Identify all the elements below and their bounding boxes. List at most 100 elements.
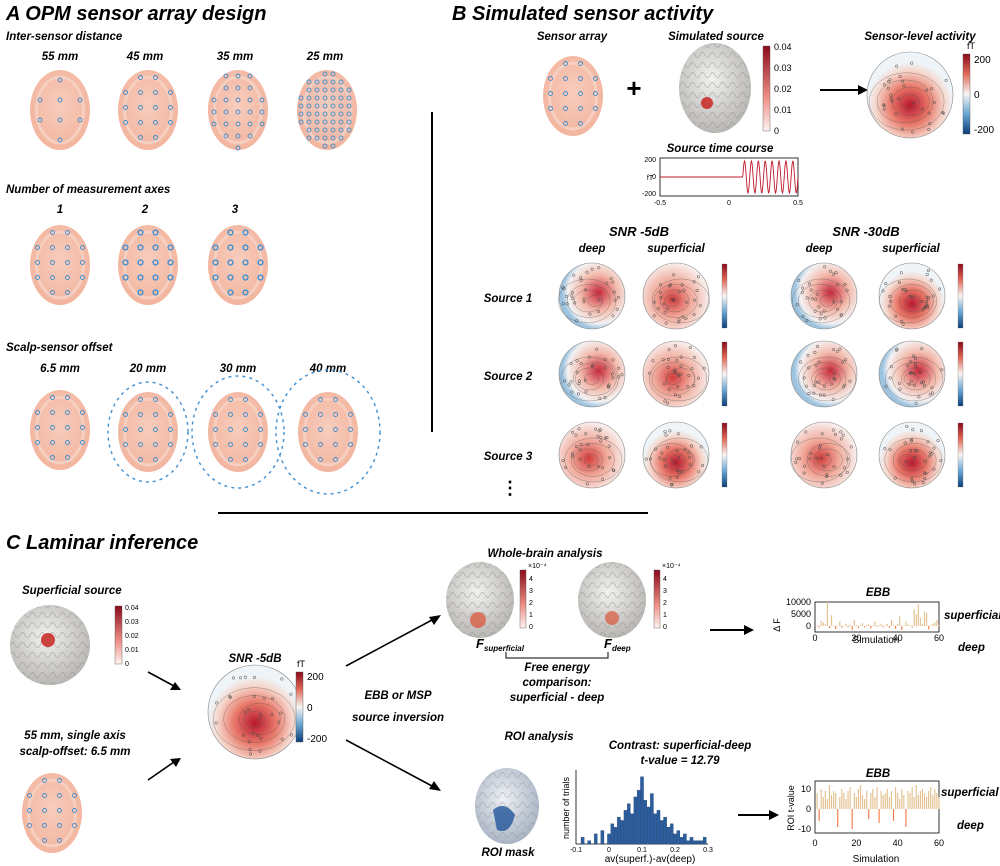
sensor-array-head: [118, 225, 178, 305]
sensor: [593, 91, 598, 96]
contour-line: [651, 362, 696, 396]
sensor-dot: [833, 432, 837, 436]
bar: [859, 625, 862, 626]
bar: [843, 625, 845, 626]
sensor-dot: [920, 308, 925, 312]
contour-line: [573, 362, 617, 396]
sensor: [322, 111, 328, 117]
sensor-dot: [940, 368, 944, 372]
sensor-dot: [921, 481, 925, 485]
bar: [839, 621, 841, 626]
sensor-dot: [673, 459, 677, 463]
scalp: [30, 225, 90, 305]
sensor-dot: [911, 428, 915, 432]
sensor-dot: [270, 713, 274, 717]
sensor: [57, 77, 63, 83]
sensor-dot: [796, 440, 800, 444]
svg-text:0.04: 0.04: [774, 42, 792, 52]
sensor: [235, 133, 241, 139]
sensor-dot: [673, 393, 678, 397]
sensor-array-head: [297, 70, 357, 150]
sensor-dot: [797, 278, 801, 282]
bar: [830, 615, 833, 626]
sensor-dot: [807, 391, 811, 396]
sensor-dot: [578, 448, 582, 452]
snr-topo: [558, 340, 626, 408]
sensor-dot: [663, 310, 667, 314]
sensor-dot: [829, 382, 833, 386]
wb-deep-tick-3: 3: [663, 588, 667, 595]
sensor-dot: [677, 290, 681, 294]
sensor-dot: [683, 448, 687, 452]
sensor: [227, 259, 234, 266]
sensor: [152, 274, 159, 281]
topo-outline: [878, 340, 946, 408]
bar: [859, 785, 862, 809]
snr-topo: [878, 340, 946, 408]
bar: [822, 622, 824, 626]
sensor: [27, 808, 32, 813]
sensor: [137, 289, 144, 296]
sensor-dot: [571, 297, 575, 301]
sensor-dot: [258, 713, 263, 717]
sensor-dot: [913, 455, 917, 459]
hist-bar: [653, 813, 657, 845]
sensor: [138, 105, 143, 110]
sensor-dot: [812, 384, 816, 388]
sensor: [578, 76, 583, 81]
whole-brain-superficial-map: [446, 562, 514, 638]
sensor-dot: [832, 300, 836, 304]
inversion-line-1: EBB or MSP: [364, 690, 431, 702]
sensor-dot: [806, 353, 810, 357]
sensor: [35, 440, 40, 445]
sensor-dot: [843, 282, 847, 287]
sensor-dot: [666, 357, 670, 361]
ebb2-ytick: 10: [801, 784, 811, 794]
sensor-colorbar: [962, 53, 971, 135]
bar: [921, 624, 924, 626]
sensor-dot: [804, 430, 808, 434]
sensor: [548, 76, 553, 81]
topo-outline: [558, 421, 626, 489]
bar: [876, 626, 878, 627]
sensor: [314, 95, 320, 101]
sensor: [65, 455, 70, 460]
sensor-dot: [251, 731, 255, 735]
bar: [820, 620, 822, 626]
hist-bar: [686, 840, 690, 845]
topo-outline: [790, 421, 858, 489]
roi-mask-brain: [475, 768, 539, 844]
sensor-dot: [941, 111, 945, 115]
sensor-dot: [679, 355, 683, 359]
sensor: [322, 119, 328, 125]
sensor-dot: [904, 460, 908, 464]
sensor-dot: [607, 444, 611, 448]
contour-line: [891, 86, 930, 117]
sensor-dot: [576, 392, 580, 396]
bar: [890, 619, 893, 626]
sensor-dot: [845, 470, 849, 475]
scalp: [543, 56, 603, 136]
bar: [909, 793, 911, 809]
bar: [828, 626, 831, 629]
sensor-dot: [700, 463, 705, 468]
sensor-dot: [587, 465, 591, 469]
sensor-dot: [903, 441, 907, 445]
time-course-plot: [659, 157, 799, 197]
sensor-dot: [901, 322, 905, 326]
topo-disc: [867, 52, 953, 138]
svg-text:0.01: 0.01: [774, 105, 792, 115]
scalp: [118, 392, 178, 472]
sensor: [138, 457, 143, 462]
label-sensor-level-activity: Sensor-level activity: [864, 31, 976, 43]
label-simulated-source: Simulated source: [668, 31, 764, 43]
arrow-to-whole-brain: [345, 615, 441, 667]
sensor: [333, 412, 338, 417]
sensor-dot: [930, 452, 934, 456]
sensor: [578, 61, 583, 66]
sensor-dot: [931, 294, 935, 298]
snr-topo: [790, 262, 858, 330]
label-snr-5db-c: SNR -5dB: [228, 653, 281, 665]
sensor-dot: [919, 429, 924, 433]
sensor-dot: [579, 442, 583, 446]
